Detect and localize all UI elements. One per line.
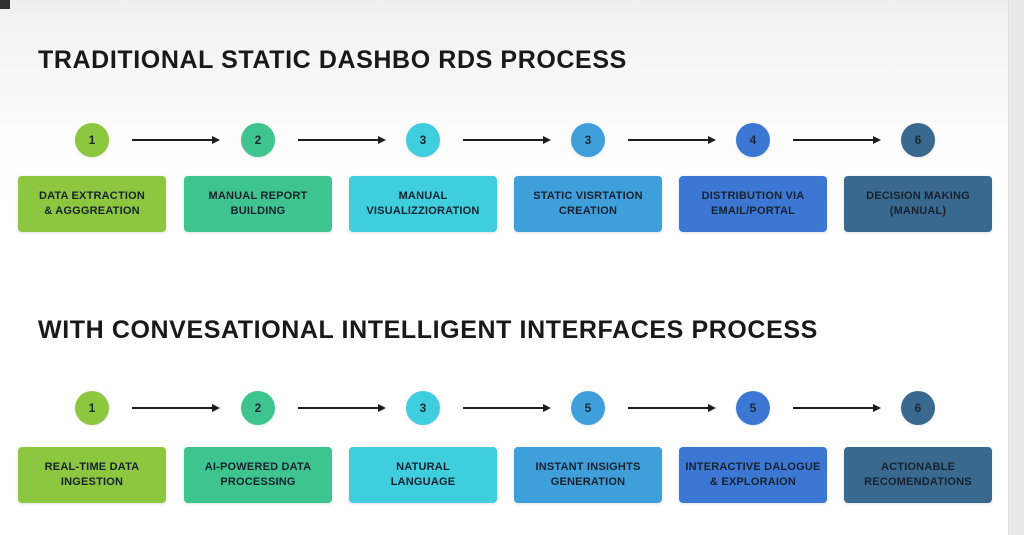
step-label-line: RECOMENDATIONS <box>864 476 972 488</box>
arrow-right-icon <box>298 136 386 144</box>
step-label-line: NATURAL <box>396 461 450 473</box>
step-label-line: REAL-TIME DATA <box>44 461 140 473</box>
corner-artifact <box>0 0 10 9</box>
step-badge: 2 <box>241 123 275 157</box>
step-number: 6 <box>914 401 922 415</box>
step-label-line: AI-POWERED DATA <box>204 461 312 473</box>
step-label-line: EMAIL/PORTAL <box>710 205 796 217</box>
step-label-line: LANGUAGE <box>390 476 456 488</box>
step-number: 2 <box>254 133 262 147</box>
step-box: MANUAL VISUALIZZIORATION <box>349 176 497 232</box>
step-label-line: INGESTION <box>60 476 124 488</box>
step-box: ACTIONABLE RECOMENDATIONS <box>844 447 992 503</box>
step-badge: 1 <box>75 391 109 425</box>
step-box: NATURAL LANGUAGE <box>349 447 497 503</box>
step-badge: 4 <box>736 123 770 157</box>
section-title-traditional: TRADITIONAL STATIC DASHBO RDS PROCESS <box>38 46 627 74</box>
step-label-line: CREATION <box>558 205 618 217</box>
step-badge: 3 <box>571 123 605 157</box>
step-number: 3 <box>419 401 427 415</box>
step-label-line: & EXPLORAION <box>709 476 797 488</box>
step-badge: 5 <box>571 391 605 425</box>
step-label-line: DISTRIBUTION VIA <box>701 190 805 202</box>
arrow-right-icon <box>132 404 220 412</box>
step-label-line: PROCESSING <box>220 476 296 488</box>
step-number: 5 <box>749 401 757 415</box>
step-box: STATIC VISRTATION CREATION <box>514 176 662 232</box>
arrow-right-icon <box>628 136 716 144</box>
step-number: 1 <box>88 401 96 415</box>
section-title-conversational: WITH CONVESATIONAL INTELLIGENT INTERFACE… <box>38 316 818 344</box>
step-number: 3 <box>419 133 427 147</box>
step-label-line: VISUALIZZIORATION <box>366 205 480 217</box>
step-badge: 2 <box>241 391 275 425</box>
step-badge: 6 <box>901 123 935 157</box>
step-box: INSTANT INSIGHTS GENERATION <box>514 447 662 503</box>
arrow-right-icon <box>628 404 716 412</box>
step-badge: 6 <box>901 391 935 425</box>
step-number: 4 <box>749 133 757 147</box>
step-box: DATA EXTRACTION & AGGGREATION <box>18 176 166 232</box>
step-box: DECISION MAKING (MANUAL) <box>844 176 992 232</box>
arrow-right-icon <box>298 404 386 412</box>
step-box: MANUAL REPORT BUILDING <box>184 176 332 232</box>
step-label-line: DECISION MAKING <box>866 190 970 202</box>
step-box: INTERACTIVE DALOGUE & EXPLORAION <box>679 447 827 503</box>
step-number: 2 <box>254 401 262 415</box>
step-label-line: MANUAL REPORT <box>208 190 308 202</box>
step-label-line: DATA EXTRACTION <box>38 190 146 202</box>
arrow-right-icon <box>793 136 881 144</box>
step-box: REAL-TIME DATA INGESTION <box>18 447 166 503</box>
step-number: 5 <box>584 401 592 415</box>
arrow-right-icon <box>463 404 551 412</box>
arrow-right-icon <box>132 136 220 144</box>
step-label-line: (MANUAL) <box>889 205 947 217</box>
step-badge: 1 <box>75 123 109 157</box>
step-label-line: INTERACTIVE DALOGUE <box>685 461 821 473</box>
step-number: 6 <box>914 133 922 147</box>
step-label-line: STATIC VISRTATION <box>533 190 643 202</box>
step-badge: 3 <box>406 391 440 425</box>
step-box: DISTRIBUTION VIA EMAIL/PORTAL <box>679 176 827 232</box>
right-edge-band <box>1008 0 1024 535</box>
step-label-line: MANUAL <box>398 190 448 202</box>
step-badge: 5 <box>736 391 770 425</box>
step-label-line: BUILDING <box>230 205 286 217</box>
step-box: AI-POWERED DATA PROCESSING <box>184 447 332 503</box>
step-label-line: & AGGGREATION <box>44 205 140 217</box>
step-label-line: GENERATION <box>550 476 626 488</box>
step-badge: 3 <box>406 123 440 157</box>
arrow-right-icon <box>463 136 551 144</box>
step-label-line: INSTANT INSIGHTS <box>535 461 641 473</box>
step-label-line: ACTIONABLE <box>880 461 956 473</box>
step-number: 3 <box>584 133 592 147</box>
arrow-right-icon <box>793 404 881 412</box>
step-number: 1 <box>88 133 96 147</box>
